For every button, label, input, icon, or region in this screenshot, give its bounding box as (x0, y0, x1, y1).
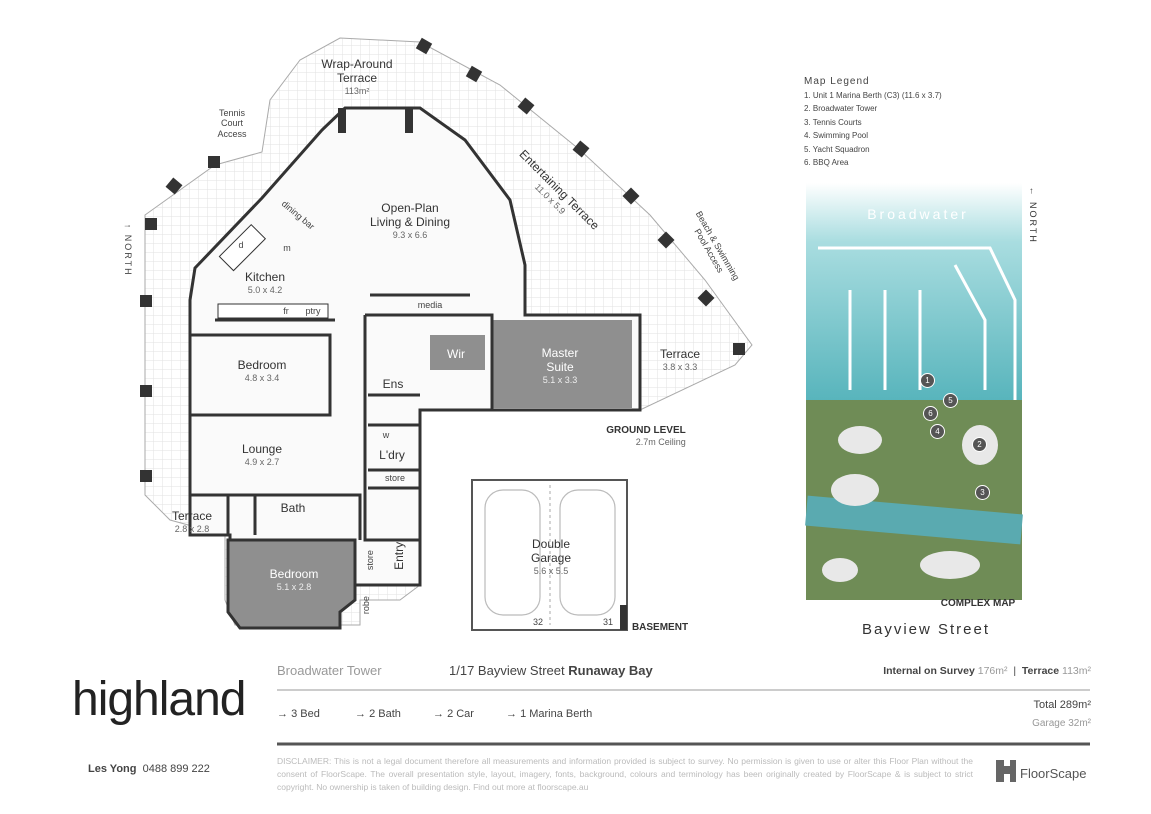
laundry-label: L'dry (379, 448, 405, 462)
wir-room (430, 335, 485, 370)
address: 1/17 Bayview Street Runaway Bay (449, 663, 653, 678)
entry-label: Entry (392, 541, 407, 570)
floorscape-logo-icon (996, 760, 1016, 782)
dishwasher-label: d (238, 240, 244, 250)
total-area: Total 289m² (1033, 699, 1091, 711)
highland-logo: highland (72, 673, 246, 726)
feature-bed: → 3 Bed (277, 708, 320, 720)
washer-label: w (382, 430, 390, 440)
floorscape-brand: FloorScape (1020, 766, 1087, 781)
street-label: Bayview Street (861, 621, 991, 638)
interior-walls (190, 293, 494, 542)
map-water-label: Broadwater (867, 206, 969, 222)
north-indicator: ↑ NORTH (123, 223, 134, 277)
master-suite-room (492, 320, 632, 408)
store-label: store (384, 473, 406, 483)
map-marker-1: 1 (920, 373, 935, 388)
map-north-indicator: ← NORTH (1028, 186, 1039, 244)
legend-item: 3. Tennis Courts (804, 117, 862, 127)
bay-31-label: 31 (602, 617, 614, 627)
map-marker-2: 2 (972, 437, 987, 452)
legend-title: Map Legend (804, 76, 870, 87)
garage-area: Garage 32m² (1032, 718, 1091, 729)
map-marker-4: 4 (930, 424, 945, 439)
legend-item: 5. Yacht Squadron (804, 144, 870, 154)
complex-map (805, 183, 1023, 600)
store2-label: store (364, 550, 375, 571)
map-marker-5: 5 (943, 393, 958, 408)
map-marker-3: 3 (975, 485, 990, 500)
map-legend: Map Legend 1. Unit 1 Marina Berth (C3) (… (804, 75, 942, 170)
bath-label: Bath (280, 501, 306, 515)
kitchen-bench (217, 303, 329, 319)
bedroom2-room (226, 538, 357, 630)
fridge-label: fr (283, 306, 289, 316)
area-summary: Internal on Survey 176m² | Terrace 113m² (883, 665, 1091, 677)
feature-car: → 2 Car (433, 708, 474, 720)
bay-32-label: 32 (532, 617, 544, 627)
basement-label: BASEMENT (631, 622, 689, 633)
legend-item: 4. Swimming Pool (804, 131, 869, 140)
complex-map-caption: COMPLEX MAP (940, 598, 1016, 609)
ensuite-label: Ens (382, 377, 404, 391)
pantry-label: ptry (305, 306, 321, 316)
map-marker-6: 6 (923, 406, 938, 421)
columns (140, 37, 745, 482)
legend-item: 2. Broadwater Tower (804, 104, 878, 113)
agent-contact: Les Yong 0488 899 222 (88, 763, 210, 775)
building-name: Broadwater Tower (277, 663, 382, 678)
car-icon (484, 489, 616, 616)
media-label: media (417, 300, 443, 310)
wir-label: Wir (447, 347, 465, 361)
legend-item: 6. BBQ Area (804, 158, 849, 167)
legend-item: 1. Unit 1 Marina Berth (C3) (11.6 x 3.7) (804, 90, 942, 100)
robe-label: robe (360, 596, 371, 615)
feature-bath: → 2 Bath (355, 708, 401, 720)
microwave-label: m (283, 243, 291, 253)
feature-berth: → 1 Marina Berth (506, 708, 593, 720)
kitchen-island (218, 223, 267, 272)
disclaimer: DISCLAIMER: This is not a legal document… (277, 756, 973, 792)
